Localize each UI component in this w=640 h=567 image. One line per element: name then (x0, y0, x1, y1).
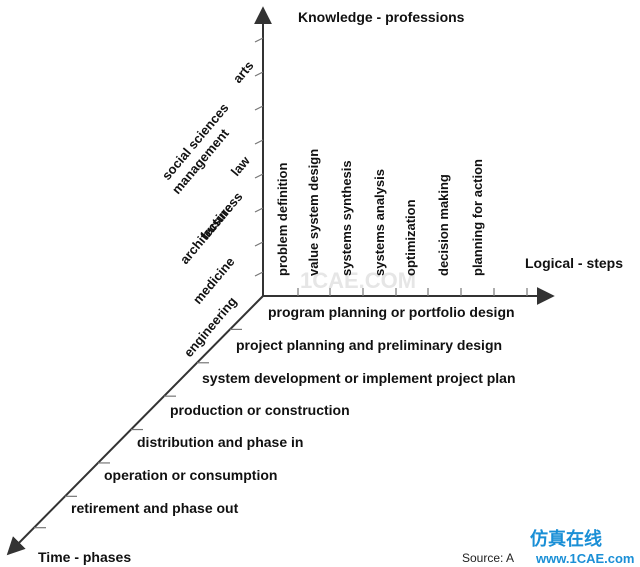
logical-step-label: problem definition (275, 163, 290, 276)
knowledge-axis-tick (254, 271, 264, 277)
knowledge-axis-tick (254, 71, 264, 77)
axis-ticks (34, 37, 528, 529)
logical-step-label: value system design (306, 149, 321, 276)
phase-label: operation or consumption (104, 467, 277, 483)
brand-watermark-url: www.1CAE.com (535, 551, 634, 566)
phase-label: system development or implement project … (202, 370, 516, 386)
profession-label: business (198, 189, 246, 242)
phase-label: program planning or portfolio design (268, 304, 515, 320)
time-axis (6, 295, 264, 556)
knowledge-axis-tick (254, 241, 264, 247)
logical-step-label: decision making (436, 174, 451, 276)
knowledge-axis-tick (254, 139, 264, 145)
phase-label: project planning and preliminary design (236, 337, 502, 353)
logical-step-label: optimization (403, 199, 418, 276)
logical-step-label: planning for action (470, 159, 485, 276)
phase-label: distribution and phase in (137, 434, 303, 450)
profession-label: law (228, 153, 254, 179)
time-axis-title: Time - phases (38, 549, 131, 565)
center-watermark: 1CAE.COM (300, 268, 416, 293)
source-credit: Source: A (462, 551, 514, 565)
brand-watermark-cn: 仿真在线 (530, 528, 602, 550)
knowledge-axis-tick (254, 37, 264, 43)
knowledge-axis-title: Knowledge - professions (298, 9, 465, 25)
knowledge-axis-tick (254, 173, 264, 179)
logical-step-label: systems analysis (372, 169, 387, 276)
phase-label: retirement and phase out (71, 500, 239, 516)
logical-axis-title: Logical - steps (525, 255, 623, 271)
knowledge-axis-tick (254, 207, 264, 213)
knowledge-axis-tick (254, 105, 264, 111)
profession-label: arts (230, 58, 257, 86)
logical-step-label: systems synthesis (339, 160, 354, 276)
phase-label: production or construction (170, 402, 350, 418)
